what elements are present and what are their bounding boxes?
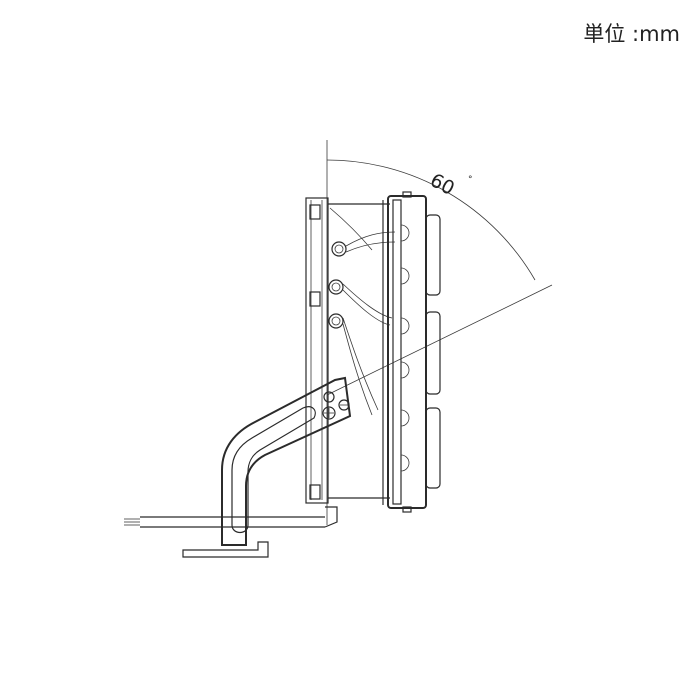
base-plate xyxy=(124,506,338,558)
cable-glands xyxy=(328,241,347,329)
front-lens-frame xyxy=(382,191,441,513)
unit-label: 単位 :mm xyxy=(583,22,680,46)
angle-degree-symbol: ° xyxy=(468,175,473,185)
internal-wiring xyxy=(329,207,396,416)
angle-arc xyxy=(326,159,536,281)
mounting-bracket xyxy=(221,376,352,546)
rear-housing xyxy=(305,197,390,504)
